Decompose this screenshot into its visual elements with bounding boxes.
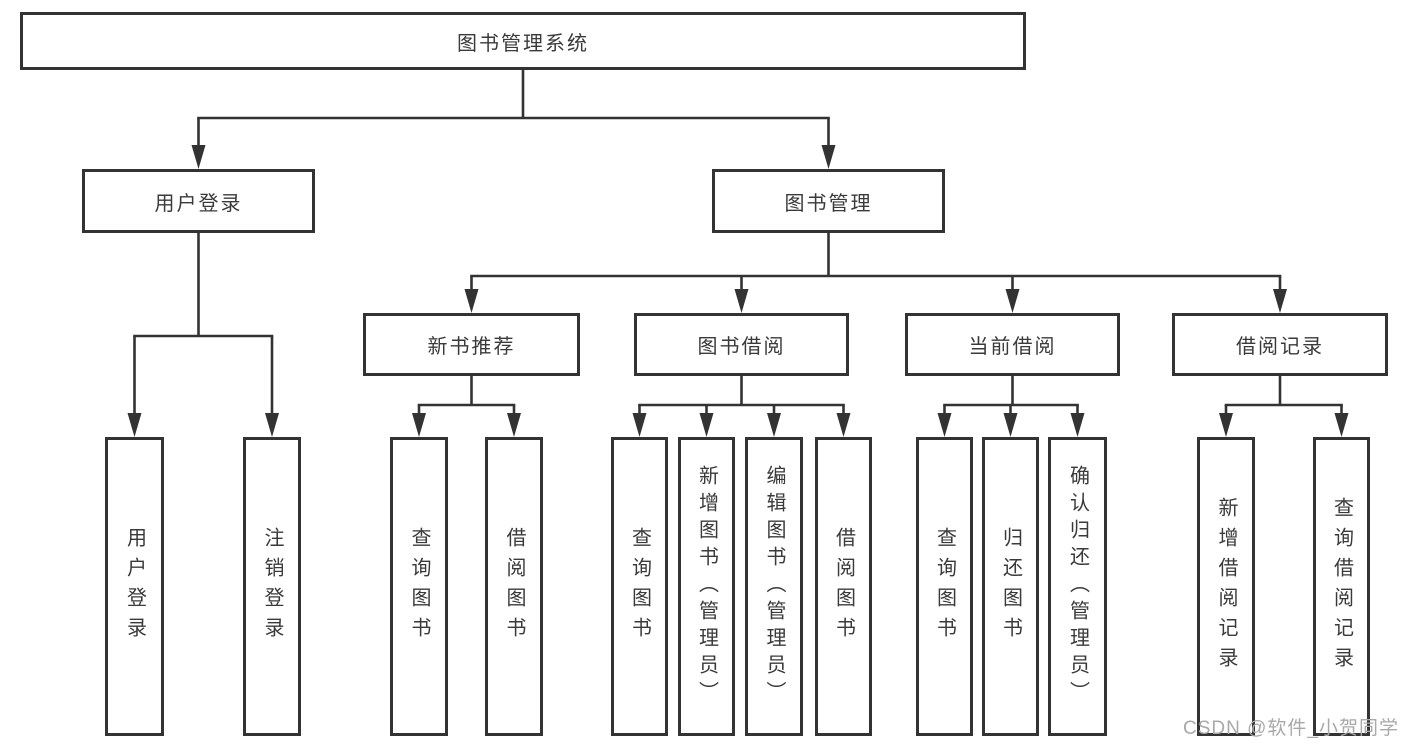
leaf-query-books-borrow: 查询图书 <box>611 437 668 736</box>
connector-root-to-level2 <box>191 70 836 169</box>
connector-book-borrow-to-leaves <box>632 376 851 437</box>
connector-current-borrow-to-leaves <box>937 376 1085 437</box>
node-book-borrow: 图书借阅 <box>634 313 849 376</box>
csdn-watermark: CSDN @软件_小贺同学 <box>1183 718 1399 739</box>
node-user-login: 用户登录 <box>82 169 315 233</box>
node-new-books-recommend: 新书推荐 <box>363 313 580 376</box>
node-book-management: 图书管理 <box>712 169 945 233</box>
leaf-borrow-books-newbooks: 借阅图书 <box>485 437 543 736</box>
connector-book-management-to-level3 <box>464 233 1287 313</box>
leaf-borrow-books: 借阅图书 <box>815 437 872 736</box>
connector-borrow-records-to-leaves <box>1219 376 1349 437</box>
leaf-add-borrow-record: 新增借阅记录 <box>1197 437 1255 736</box>
connector-user-login-to-leaves <box>127 233 279 437</box>
leaf-confirm-return-admin: 确认归还（管理员） <box>1048 437 1107 736</box>
leaf-query-books-newbooks: 查询图书 <box>390 437 448 736</box>
leaf-logout-login: 注销登录 <box>243 437 301 736</box>
leaf-query-books-current: 查询图书 <box>916 437 973 736</box>
leaf-add-books-admin: 新增图书（管理员） <box>678 437 735 736</box>
leaf-query-borrow-record: 查询借阅记录 <box>1313 437 1370 736</box>
leaf-edit-books-admin: 编辑图书（管理员） <box>745 437 803 736</box>
node-library-management-system: 图书管理系统 <box>20 12 1026 70</box>
node-current-borrow: 当前借阅 <box>905 313 1120 376</box>
leaf-return-books: 归还图书 <box>982 437 1039 736</box>
node-borrow-records: 借阅记录 <box>1172 313 1388 376</box>
leaf-user-login: 用户登录 <box>105 437 164 736</box>
connector-new-books-to-leaves <box>412 376 521 437</box>
